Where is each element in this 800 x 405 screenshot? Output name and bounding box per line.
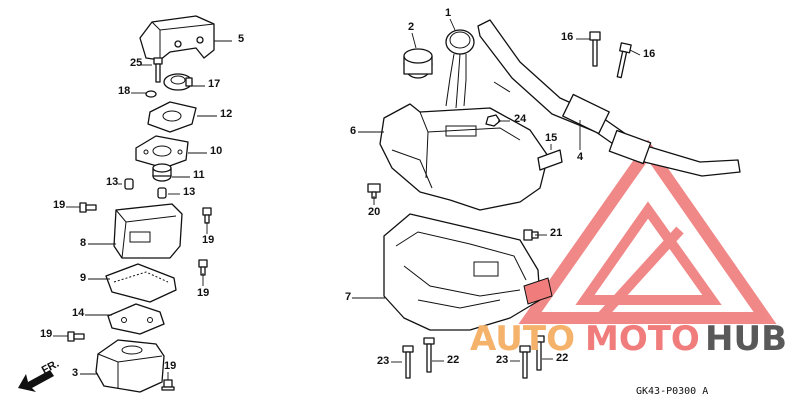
callout-label-9: 9 [80,272,86,284]
part-12-plate [147,101,197,133]
part-17-clamp [163,73,193,91]
part-8-housing [113,203,183,259]
part-10-plate [135,135,189,169]
callout-label-15: 15 [545,132,557,144]
callout-label-11: 11 [193,169,205,181]
diagram-code: GK43-P0300 A [636,386,708,397]
watermark-moto: MOTO [585,319,700,359]
callout-label-23b: 23 [496,354,508,366]
watermark-stroke [596,226,684,322]
callout-label-20: 20 [368,206,380,218]
callout-label-16a: 16 [561,31,573,43]
callout-label-25: 25 [130,57,142,69]
part-19-screw-c [198,259,208,276]
callout-label-22b: 22 [556,352,568,364]
callout-label-4: 4 [577,151,584,163]
direction-label: FR. [40,358,61,377]
callout-label-19a: 19 [53,199,65,211]
part-4-handlebar [477,19,741,177]
part-2-cap [403,48,433,79]
part-13-collar-right [157,187,167,199]
part-23-screw-b [519,345,531,379]
callout-label-19c: 19 [197,287,209,299]
callout-label-18: 18 [118,85,130,97]
callout-label-7: 7 [345,291,351,303]
watermark-logo [518,139,777,324]
watermark-auto: AUTO [470,319,575,359]
callout-label-24: 24 [514,113,527,125]
part-18-washer [145,90,157,98]
callout-label-12: 12 [220,108,232,120]
watermark-triangle [518,139,777,324]
callout-label-6: 6 [350,125,356,137]
part-15-label [537,149,563,171]
callout-label-10: 10 [210,145,222,157]
part-3-block [95,339,165,393]
front-direction-arrow: FR. [18,358,61,392]
callout-labels: 5251718121011131319198919141931921161662… [40,7,655,380]
part-1-meter [445,29,475,109]
callout-label-23a: 23 [377,355,389,367]
callout-label-5: 5 [238,33,244,45]
callout-label-17: 17 [208,78,220,90]
part-16-bolt-a [589,31,601,67]
part-6-upper-cover [379,103,549,211]
part-5-bracket [139,15,215,61]
callout-label-19e: 19 [164,360,176,372]
part-14-plate [107,303,165,335]
part-16-bolt-b [616,42,632,79]
callout-label-13b: 13 [183,186,195,198]
callout-leader-16b [629,49,641,56]
part-20-screw [367,183,381,199]
callout-label-14: 14 [72,307,85,319]
watermark-hub: HUB [705,319,787,359]
part-23-screw-a [402,345,414,379]
part-22-screw-a [423,337,435,373]
callout-label-1: 1 [445,7,451,19]
callout-leader-1 [449,18,456,31]
part-19-screw-d [67,331,85,342]
callout-label-19b: 19 [202,234,214,246]
part-25-bolt [153,57,163,83]
callout-leader-2 [411,32,417,49]
callout-label-21: 21 [550,227,562,239]
part-11-bushing [152,163,172,182]
callout-label-22a: 22 [447,354,459,366]
part-19-screw-a [79,202,97,213]
callout-label-16b: 16 [643,48,655,60]
part-19-screw-b [202,207,212,224]
part-24-nut [485,114,501,127]
part-7-lower-cover [383,213,553,331]
callout-label-19d: 19 [40,328,52,340]
part-13-collar-left [124,178,134,190]
callout-label-8: 8 [80,237,86,249]
part-22-screw-b [533,335,545,371]
part-9-gasket [105,263,177,303]
watermark-wordmark: AUTO MOTO HUB [470,319,787,359]
callout-label-13a: 13 [106,176,118,188]
watermark-triangle-inner [575,201,722,305]
part-19-screw-e [161,379,175,391]
callout-label-2: 2 [408,21,414,33]
callout-label-3: 3 [72,367,78,379]
